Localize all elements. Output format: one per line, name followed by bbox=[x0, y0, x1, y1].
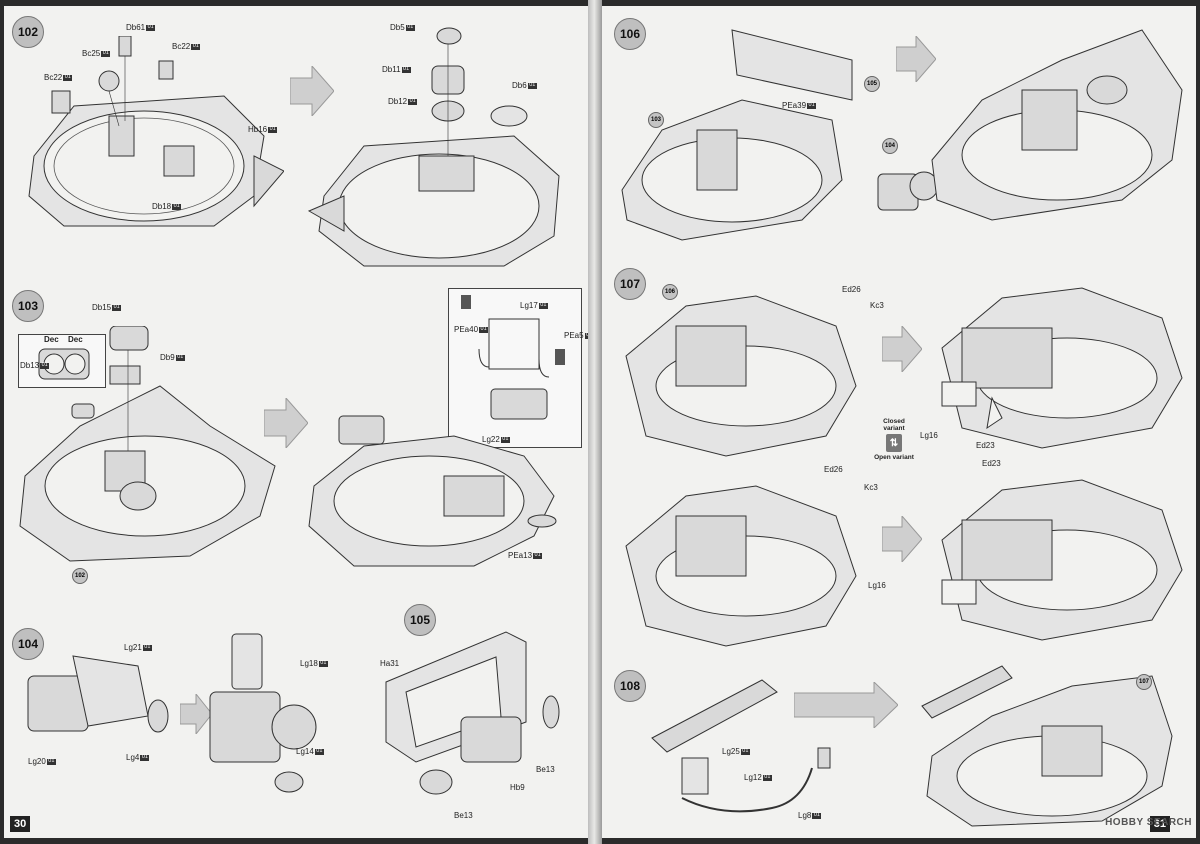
step-badge-106: 106 bbox=[614, 18, 646, 50]
step-105-parts bbox=[385, 631, 560, 795]
step-108-result bbox=[921, 665, 1173, 827]
step-arrow-icon bbox=[882, 516, 922, 562]
closed-variant-label: Closed variant bbox=[883, 418, 905, 432]
book-spine bbox=[588, 0, 602, 844]
page-number-right: 31 bbox=[1149, 816, 1170, 832]
open-variant-label: Open variant bbox=[874, 454, 914, 461]
label-pea5: PEa501 bbox=[564, 332, 588, 340]
step-102-result-ring bbox=[307, 27, 560, 267]
step-106-base-ring bbox=[621, 29, 853, 241]
step-badge-107: 107 bbox=[614, 268, 646, 300]
step-arrow-icon bbox=[180, 694, 212, 734]
swap-icon: ⇅ bbox=[886, 434, 902, 452]
step-badge-104: 104 bbox=[12, 628, 44, 660]
step-107-closed-base bbox=[625, 295, 857, 457]
step-102-base-ring bbox=[28, 36, 284, 227]
label-kc3-open: Kc3 bbox=[864, 483, 878, 492]
label-ed23-open: Ed23 bbox=[982, 459, 1001, 468]
step-104-result bbox=[209, 633, 317, 793]
handle-subassembly-box bbox=[448, 288, 582, 448]
step-badge-103: 103 bbox=[12, 290, 44, 322]
step-103-result-ring bbox=[308, 415, 557, 567]
step-arrow-icon bbox=[794, 682, 898, 728]
label-lg16-closed: Lg16 bbox=[920, 431, 938, 440]
step-107-open-result bbox=[941, 479, 1183, 641]
step-badge-108: 108 bbox=[614, 670, 646, 702]
decal-subassembly-box bbox=[18, 334, 106, 388]
step-103-base-ring bbox=[19, 326, 276, 562]
callout-step-106: 106 bbox=[662, 284, 678, 300]
label-dec-7: Dec bbox=[68, 335, 83, 344]
callout-step-102: 102 bbox=[72, 568, 88, 584]
label-ed26-closed: Ed26 bbox=[842, 285, 861, 294]
label-lg16-open: Lg16 bbox=[868, 581, 886, 590]
label-ed23-closed: Ed23 bbox=[976, 441, 995, 450]
step-107-open-base bbox=[625, 485, 857, 647]
watermark: HOBBY SEARCH bbox=[1105, 817, 1192, 828]
page-number-left: 30 bbox=[10, 816, 31, 832]
label-ed26-open: Ed26 bbox=[824, 465, 843, 474]
step-104-parts bbox=[27, 655, 169, 733]
callout-step-104: 104 bbox=[882, 138, 898, 154]
step-107-closed-result bbox=[941, 287, 1183, 449]
step-arrow-icon bbox=[290, 66, 334, 116]
step-arrow-icon bbox=[264, 398, 308, 448]
step-106-result-ring bbox=[931, 29, 1183, 221]
label-be13-right: Be13 bbox=[536, 765, 555, 774]
step-arrow-icon bbox=[882, 326, 922, 372]
callout-step-103: 103 bbox=[648, 112, 664, 128]
step-arrow-icon bbox=[896, 36, 936, 82]
variant-switch: Closed variant ⇅ Open variant bbox=[874, 418, 914, 461]
label-hb9: Hb9 bbox=[510, 783, 525, 792]
label-ha31: Ha31 bbox=[380, 659, 400, 668]
callout-step-107: 107 bbox=[1136, 674, 1152, 690]
label-dec-6: Dec bbox=[44, 335, 59, 344]
step-badge-105: 105 bbox=[404, 604, 436, 636]
step-badge-102: 102 bbox=[12, 16, 44, 48]
label-kc3-closed: Kc3 bbox=[870, 301, 884, 310]
step-108-parts bbox=[651, 679, 831, 813]
callout-step-105: 105 bbox=[864, 76, 880, 92]
label-be13-left: Be13 bbox=[454, 811, 473, 820]
